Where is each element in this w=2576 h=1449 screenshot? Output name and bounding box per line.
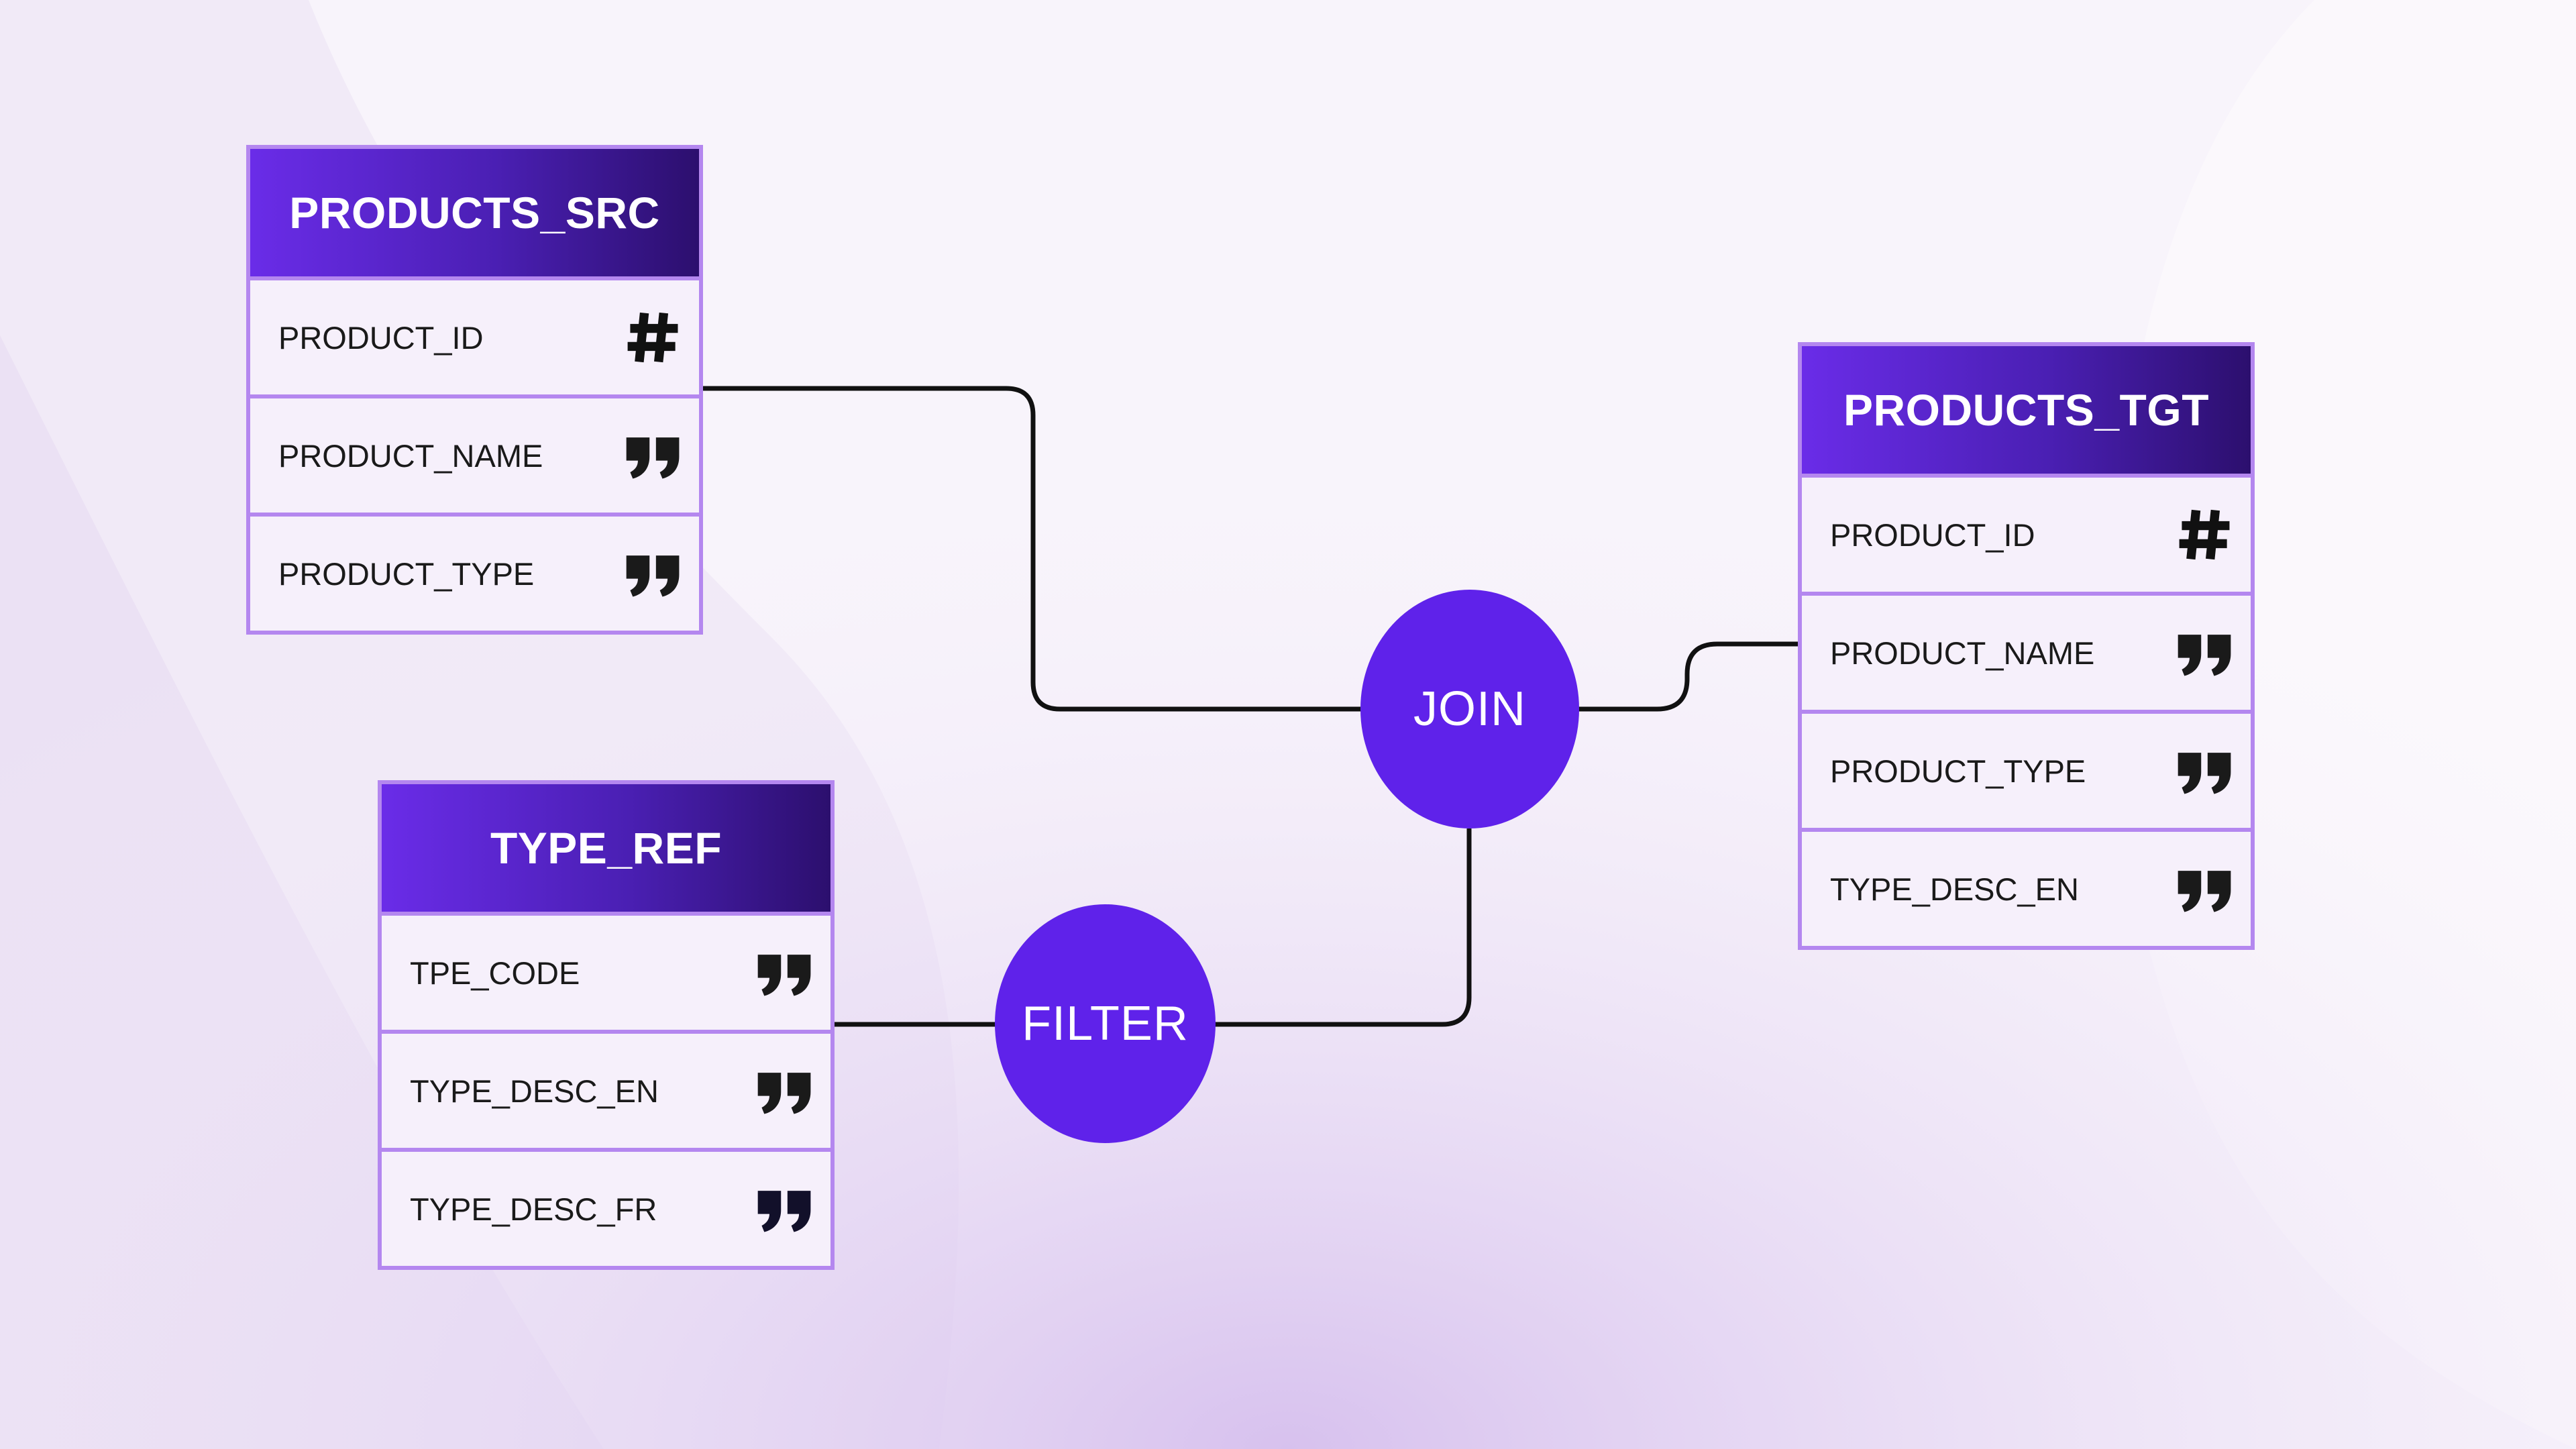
table-title: PRODUCTS_SRC bbox=[289, 188, 660, 237]
table-row[interactable]: PRODUCT_NAME bbox=[1802, 596, 2251, 714]
hash-icon bbox=[2173, 502, 2237, 567]
edge-join-to-products-tgt bbox=[1576, 641, 1798, 712]
join-label: JOIN bbox=[1413, 682, 1526, 736]
table-header: PRODUCTS_TGT bbox=[1802, 346, 2251, 478]
column-name: PRODUCT_NAME bbox=[1830, 635, 2095, 671]
quote-icon bbox=[753, 1059, 817, 1123]
table-header: PRODUCTS_SRC bbox=[250, 149, 699, 280]
column-name: PRODUCT_TYPE bbox=[278, 555, 535, 592]
table-header: TYPE_REF bbox=[382, 784, 830, 916]
table-row[interactable]: TPE_CODE bbox=[382, 916, 830, 1034]
table-title: PRODUCTS_TGT bbox=[1843, 385, 2210, 435]
hash-icon bbox=[621, 305, 686, 370]
edge-filter-to-join bbox=[1214, 828, 1472, 1027]
column-name: PRODUCT_ID bbox=[278, 319, 484, 356]
table-products-tgt[interactable]: PRODUCTS_TGT PRODUCT_ID PRODUCT_NAME PRO… bbox=[1798, 342, 2255, 950]
filter-node[interactable]: FILTER bbox=[995, 904, 1216, 1143]
filter-label: FILTER bbox=[1022, 997, 1189, 1051]
table-title: TYPE_REF bbox=[490, 823, 722, 873]
column-name: TPE_CODE bbox=[410, 955, 580, 991]
column-name: PRODUCT_ID bbox=[1830, 517, 2035, 553]
column-name: TYPE_DESC_EN bbox=[1830, 871, 2079, 907]
column-name: TYPE_DESC_EN bbox=[410, 1073, 659, 1109]
quote-icon bbox=[753, 1177, 817, 1241]
table-products-src[interactable]: PRODUCTS_SRC PRODUCT_ID PRODUCT_NAME PRO… bbox=[246, 145, 703, 635]
table-row[interactable]: PRODUCT_ID bbox=[1802, 478, 2251, 596]
table-row[interactable]: PRODUCT_TYPE bbox=[1802, 714, 2251, 832]
join-node[interactable]: JOIN bbox=[1360, 590, 1579, 828]
table-row[interactable]: TYPE_DESC_EN bbox=[382, 1034, 830, 1152]
quote-icon bbox=[2173, 621, 2237, 685]
column-name: PRODUCT_TYPE bbox=[1830, 753, 2086, 789]
table-type-ref[interactable]: TYPE_REF TPE_CODE TYPE_DESC_EN TYPE_DESC… bbox=[378, 780, 835, 1270]
edge-products-src-to-join bbox=[700, 386, 1362, 712]
quote-icon bbox=[2173, 857, 2237, 921]
quote-icon bbox=[621, 423, 686, 488]
table-row[interactable]: PRODUCT_TYPE bbox=[250, 517, 699, 631]
column-name: PRODUCT_NAME bbox=[278, 437, 543, 474]
quote-icon bbox=[753, 941, 817, 1005]
table-row[interactable]: PRODUCT_ID bbox=[250, 280, 699, 398]
table-row[interactable]: TYPE_DESC_EN bbox=[1802, 832, 2251, 946]
table-row[interactable]: PRODUCT_NAME bbox=[250, 398, 699, 517]
quote-icon bbox=[621, 541, 686, 606]
table-row[interactable]: TYPE_DESC_FR bbox=[382, 1152, 830, 1266]
quote-icon bbox=[2173, 739, 2237, 803]
column-name: TYPE_DESC_FR bbox=[410, 1191, 657, 1227]
